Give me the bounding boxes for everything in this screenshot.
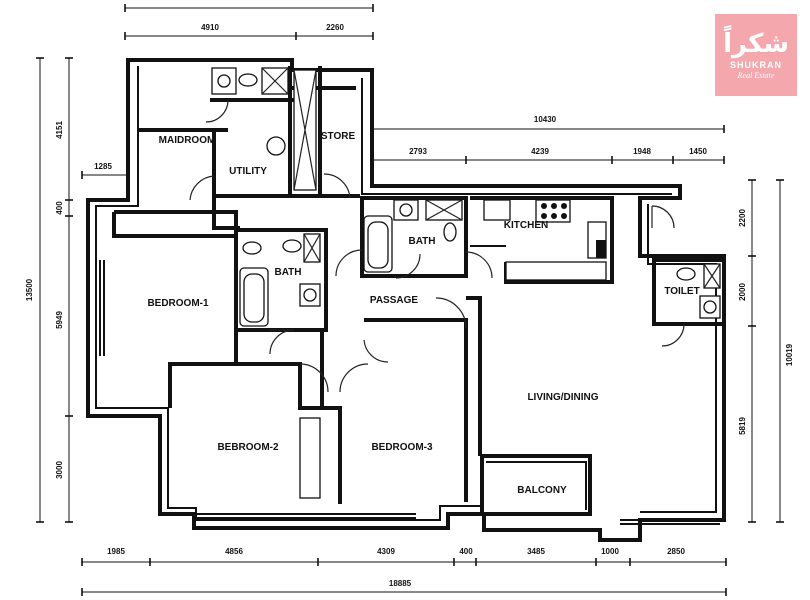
room-label-bedroom-2: BEBROOM-2 — [217, 442, 279, 453]
room-label-balcony: BALCONY — [517, 485, 567, 496]
dim-top-2260: 2260 — [326, 23, 344, 32]
dim-mid-4239: 4239 — [531, 147, 549, 156]
room-label-living-dining: LIVING/DINING — [527, 392, 598, 403]
dim-bot-1000: 1000 — [601, 547, 619, 556]
dim-bot-4309: 4309 — [377, 547, 395, 556]
windows — [99, 69, 720, 525]
dim-bot-2850: 2850 — [667, 547, 685, 556]
dim-mid-1450: 1450 — [689, 147, 707, 156]
logo-tagline: Real Estate — [737, 71, 775, 80]
shukran-logo: شكراً SHUKRAN Real Estate — [715, 14, 797, 96]
dim-bot-3485: 3485 — [527, 547, 545, 556]
dim-right-2000: 2000 — [738, 283, 747, 301]
dimension-labels: 4910 2260 10430 2793 4239 1948 1450 1285… — [25, 23, 794, 588]
room-label-bedroom-1: BEDROOM-1 — [147, 298, 209, 309]
dim-left-13500: 13500 — [25, 278, 34, 301]
dim-right-2200: 2200 — [738, 209, 747, 227]
dim-left-5949: 5949 — [55, 311, 64, 329]
dim-left-4151: 4151 — [55, 121, 64, 139]
dim-right-5819: 5819 — [738, 417, 747, 435]
room-label-bath-upper: BATH — [274, 267, 301, 278]
dim-mid-10430: 10430 — [534, 115, 557, 124]
dim-left-400: 400 — [55, 201, 64, 215]
room-label-store: STORE — [321, 131, 356, 142]
dim-left-1285: 1285 — [94, 162, 112, 171]
dim-bot-4856: 4856 — [225, 547, 243, 556]
room-label-bath-lower: BATH — [408, 236, 435, 247]
room-label-maidroom: MAIDROOM — [159, 135, 216, 146]
room-label-kitchen: KITCHEN — [504, 220, 548, 231]
dim-left-3000: 3000 — [55, 461, 64, 479]
logo-name: SHUKRAN — [730, 60, 782, 70]
dim-mid-1948: 1948 — [633, 147, 651, 156]
dim-bot-18885: 18885 — [389, 579, 412, 588]
dimension-lines — [36, 4, 784, 596]
room-label-bedroom-3: BEDROOM-3 — [371, 442, 433, 453]
doors — [189, 99, 685, 393]
dim-right-10019: 10019 — [785, 343, 794, 366]
room-label-utility: UTILITY — [229, 166, 267, 177]
dim-top-4910: 4910 — [201, 23, 219, 32]
fixtures — [211, 67, 721, 327]
dim-bot-400: 400 — [459, 547, 473, 556]
room-label-toilet: TOILET — [664, 286, 699, 297]
dim-bot-1985: 1985 — [107, 547, 125, 556]
dim-mid-2793: 2793 — [409, 147, 427, 156]
logo-arabic-text: شكراً — [723, 29, 789, 59]
room-label-passage: PASSAGE — [370, 295, 418, 306]
room-labels: MAIDROOM UTILITY STORE BATH BATH KITCHEN… — [147, 131, 699, 496]
